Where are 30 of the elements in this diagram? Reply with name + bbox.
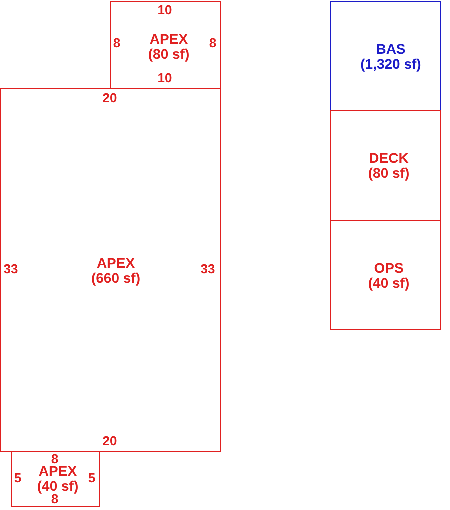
area-name: APEX [96,256,136,271]
area-name: DECK [368,151,410,166]
room-outline [330,1,441,111]
room-outline [330,220,441,330]
dimension-label: 33 [4,262,18,276]
area-size: (1,320 sf) [360,57,422,72]
area-name: APEX [148,32,190,47]
dimension-label: 33 [200,262,216,276]
area-name: OPS [373,261,405,276]
room-outline [110,1,221,89]
dimension-label: 8 [51,452,59,466]
area-size: (40 sf) [37,479,79,494]
dimension-label: 8 [113,36,121,50]
dimension-label: 5 [14,472,22,484]
room-outline [11,451,100,507]
room-outline [0,88,221,452]
dimension-label: 10 [158,4,172,16]
room-outline [330,110,441,221]
area-size: (660 sf) [91,271,141,286]
dimension-label: 8 [209,36,217,50]
dimension-label: 5 [88,472,96,484]
area-size: (80 sf) [368,166,410,181]
area-size: (80 sf) [148,47,190,62]
dimension-label: 20 [102,92,118,104]
dimension-label: 8 [51,492,59,506]
area-name: APEX [38,464,78,479]
area-name: BAS [375,42,407,57]
area-size: (40 sf) [368,276,410,291]
dimension-label: 10 [158,72,172,84]
dimension-label: 20 [102,434,118,448]
